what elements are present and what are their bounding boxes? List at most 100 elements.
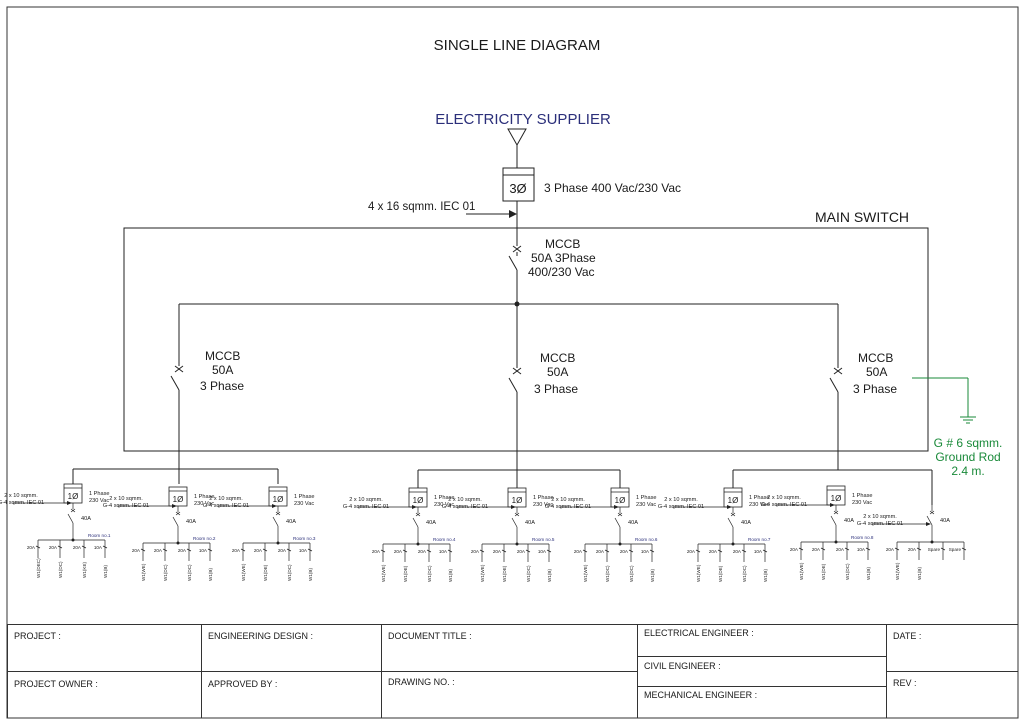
circuit-breaker-icon [380, 549, 386, 553]
circuit-load-label: W1(DC) [187, 564, 192, 581]
circuit-rating: 20A [493, 549, 502, 554]
subpanel-phase-label: 1 Phase [294, 494, 315, 500]
arrow-icon [830, 503, 835, 507]
arrow-icon [172, 504, 177, 508]
main-meter-icon: 3Ø [502, 167, 535, 202]
subpanel-voltage-label: 230 Vac [434, 502, 454, 508]
arrow-icon [412, 505, 417, 509]
circuit-load-label: W1(DE) [821, 563, 826, 580]
circuit-breaker-icon [649, 549, 655, 553]
diagram-title: SINGLE LINE DIAGRAM [434, 37, 601, 54]
circuit-load-label: W1(WE) [583, 564, 588, 582]
circuit-rating: 20A [178, 548, 187, 553]
circuit-rating: 20A [154, 548, 163, 553]
arrow-icon [509, 210, 517, 218]
subpanel-2 [118, 486, 213, 561]
project-cell: PROJECT : [7, 624, 201, 671]
drawing-no-cell: DRAWING NO. : [381, 671, 637, 718]
subpanel-ground-cable-label: G-4 sqmm. IEC 01 [442, 504, 488, 510]
electrical-engineer-label: ELECTRICAL ENGINEER : [644, 628, 754, 638]
circuit-load-label: W1(B) [866, 567, 871, 580]
circuit-rating: 10A [641, 549, 650, 554]
svg-text:3Ø: 3Ø [509, 181, 526, 196]
circuit-load-label: W1(B) [103, 565, 108, 578]
main-breaker-type: MCCB [545, 237, 580, 251]
subpanel-breaker-label: 40A [426, 520, 436, 526]
circuit-rating: 20A [596, 549, 605, 554]
circuit-rating: 10A [94, 545, 103, 550]
subpanel-9 [872, 505, 967, 560]
main-cable-label: 4 x 16 sqmm. IEC 01 [368, 201, 475, 213]
ground-icon [912, 377, 976, 424]
circuit-rating: 20A [687, 549, 696, 554]
circuit-breaker-icon [81, 545, 87, 549]
circuit-load-label: W1(DE) [502, 565, 507, 582]
drawing-no-label: DRAWING NO. : [388, 677, 455, 687]
circuit-breaker-icon [57, 545, 63, 549]
arrow-icon [272, 504, 277, 508]
circuit-breaker-icon [402, 549, 408, 553]
main-breaker-rating: 50A 3Phase [531, 251, 596, 265]
subpanel-phase-label: 1 Phase [749, 495, 770, 501]
mechanical-engineer-label: MECHANICAL ENGINEER : [644, 690, 758, 700]
subpanel-breaker-label: 40A [186, 519, 196, 525]
circuit-breaker-icon [865, 547, 871, 551]
project-label: PROJECT : [14, 631, 61, 641]
room-label: Room no.7 [748, 537, 771, 542]
subpanel-5 [457, 487, 552, 562]
subpanel-phase-label: 1 Phase [533, 495, 554, 501]
subpanel-ground-cable-label: G-4 sqmm. IEC 01 [857, 521, 903, 527]
subpanel-voltage-label: 230 Vac [194, 501, 214, 507]
subpanel-meter-symbol: 1Ø [68, 492, 79, 501]
circuit-load-label: W1(DE) [718, 565, 723, 582]
circuit-load-label: W1(DC) [605, 565, 610, 582]
circuit-load-label: W1(WE) [241, 563, 246, 581]
subpanel-breaker-label: 40A [741, 520, 751, 526]
room-label: Room no.8 [851, 535, 874, 540]
circuit-breaker-icon [940, 547, 946, 551]
circuit-breaker-icon [695, 549, 701, 553]
subpanel-cable-label: 2 x 10 sqmm. [209, 496, 243, 502]
circuit-rating: 20A [49, 545, 58, 550]
branch-breaker-1-phase: 3 Phase [200, 379, 244, 393]
subpanel-voltage-label: 230 Vac [852, 500, 872, 506]
circuit-rating: 10A [538, 549, 547, 554]
subpanel-breaker-icon [412, 517, 419, 528]
circuit-breaker-icon [844, 547, 850, 551]
subpanel-breaker-icon [172, 516, 179, 527]
subpanel-breaker-label: 40A [940, 518, 950, 524]
room-label: Room no.6 [635, 537, 658, 542]
subpanel-meter-symbol: 1Ø [728, 496, 739, 505]
circuit-breaker-icon [894, 547, 900, 551]
subpanel-meter-symbol: 1Ø [831, 494, 842, 503]
circuit-rating: Spare [928, 547, 941, 552]
main-breaker-voltage: 400/230 Vac [528, 265, 595, 279]
circuit-rating: 20A [27, 545, 36, 550]
circuit-breaker-icon [501, 549, 507, 553]
subpanel-cable-label: 2 x 10 sqmm. [664, 497, 698, 503]
circuit-breaker-icon [162, 548, 168, 552]
document-title-label: DOCUMENT TITLE : [388, 631, 472, 641]
subpanel-meter-symbol: 1Ø [615, 496, 626, 505]
circuit-load-label: W1(WE) [895, 562, 900, 580]
rev-label: REV : [893, 678, 917, 688]
circuit-load-label: W1(B) [763, 569, 768, 582]
branch-breaker-3-rating: 50A [866, 365, 887, 379]
document-title-cell: DOCUMENT TITLE : [381, 624, 637, 671]
circuit-load-label: W1(DC) [742, 565, 747, 582]
subpanel-breaker-icon [614, 517, 621, 528]
circuit-load-label: W1(DE) [263, 564, 268, 581]
circuit-load-label: W1(DC) [629, 565, 634, 582]
circuit-load-label: W1(B) [208, 568, 213, 581]
circuit-rating: 20A [812, 547, 821, 552]
circuit-rating: 20A [132, 548, 141, 553]
branch-breaker-1-rating: 50A [212, 363, 233, 377]
subpanel-breaker-label: 40A [286, 519, 296, 525]
circuit-breaker-icon [240, 548, 246, 552]
circuit-load-label: W1(DC) [287, 564, 292, 581]
circuit-rating: 10A [439, 549, 448, 554]
circuit-rating: 20A [73, 545, 82, 550]
branch-breaker-2-phase: 3 Phase [534, 382, 578, 396]
circuit-breaker-icon [307, 548, 313, 552]
ground-rod-label: Ground Rod [935, 450, 1000, 464]
